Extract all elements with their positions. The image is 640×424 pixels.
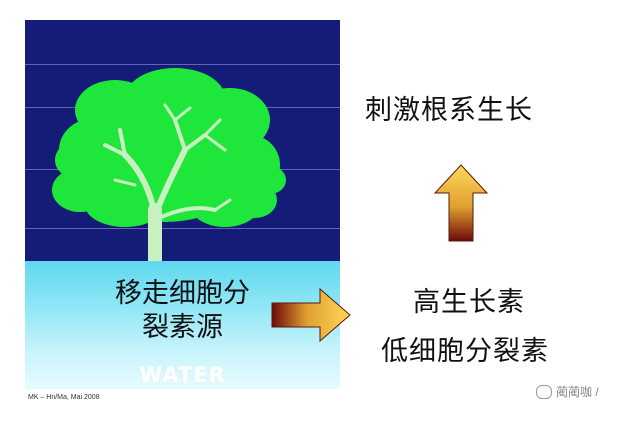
water-caption-line2: 裂素源 [142, 312, 223, 343]
tree-foliage [52, 68, 286, 227]
sky-line [25, 64, 340, 65]
up-arrow-icon [433, 164, 489, 242]
watermark: 蔺蔺咖 / [536, 383, 599, 400]
root-growth-label: 刺激根系生长 [365, 95, 533, 126]
water-area: 移走细胞分 裂素源 WATER [25, 261, 340, 389]
tree-graphic [52, 68, 286, 320]
tree-illustration-panel: 移走细胞分 裂素源 WATER MK – Hn/Ma, Mai 2008 [25, 20, 340, 412]
right-arrow-icon [271, 287, 351, 343]
water-label: WATER [139, 363, 226, 387]
water-caption-line1: 移走细胞分 [115, 278, 250, 309]
credit-text: MK – Hn/Ma, Mai 2008 [28, 394, 100, 401]
sky-line [25, 228, 340, 229]
low-cytokinin-label: 低细胞分裂素 [381, 336, 549, 367]
water-caption: 移走细胞分 裂素源 [25, 277, 340, 345]
watermark-text: 蔺蔺咖 / [556, 385, 599, 399]
wechat-icon [536, 384, 552, 399]
high-auxin-label: 高生长素 [413, 287, 525, 318]
